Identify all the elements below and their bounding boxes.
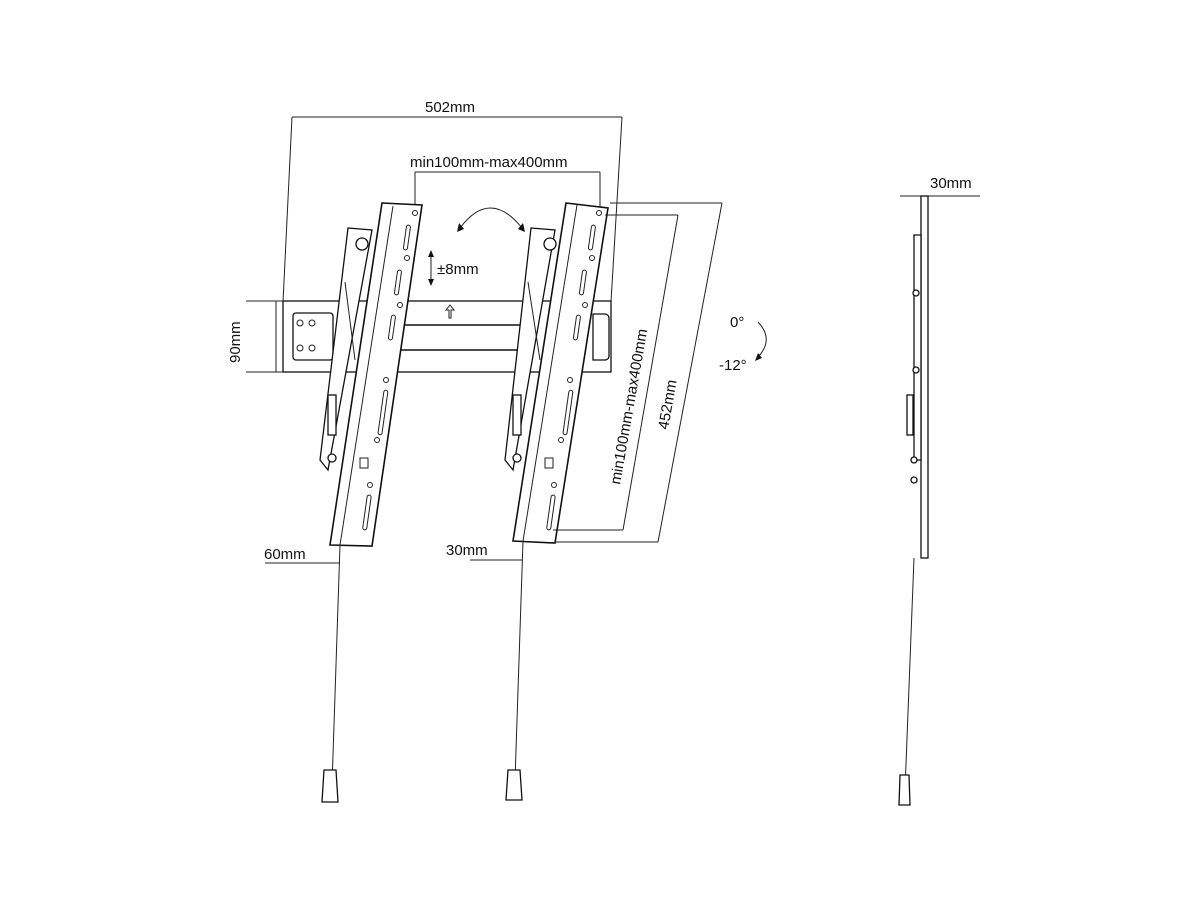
arm-depth-left-label: 60mm <box>264 546 306 563</box>
arm-length-label: 452mm <box>655 378 680 430</box>
width-dimension <box>282 116 623 303</box>
vertical-adjust-label: ±8mm <box>437 261 479 278</box>
vesa-horizontal-label: min100mm-max400mm <box>410 154 568 171</box>
width-label: 502mm <box>425 99 475 116</box>
tilt-arrow-icon <box>756 321 767 359</box>
side-view <box>898 195 980 806</box>
plate-height-label: 90mm <box>227 321 244 363</box>
vertical-adjust-arrow <box>428 250 434 286</box>
tilt-min-label: -12° <box>719 357 747 374</box>
tilt-max-label: 0° <box>730 314 744 331</box>
right-bracket-arm <box>504 202 609 801</box>
wall-distance-label: 30mm <box>930 175 972 192</box>
left-bracket-arm <box>319 202 423 803</box>
vertical-dimensions <box>265 202 723 564</box>
arm-depth-right-label: 30mm <box>446 542 488 559</box>
rotate-arrow-icon <box>459 207 523 229</box>
